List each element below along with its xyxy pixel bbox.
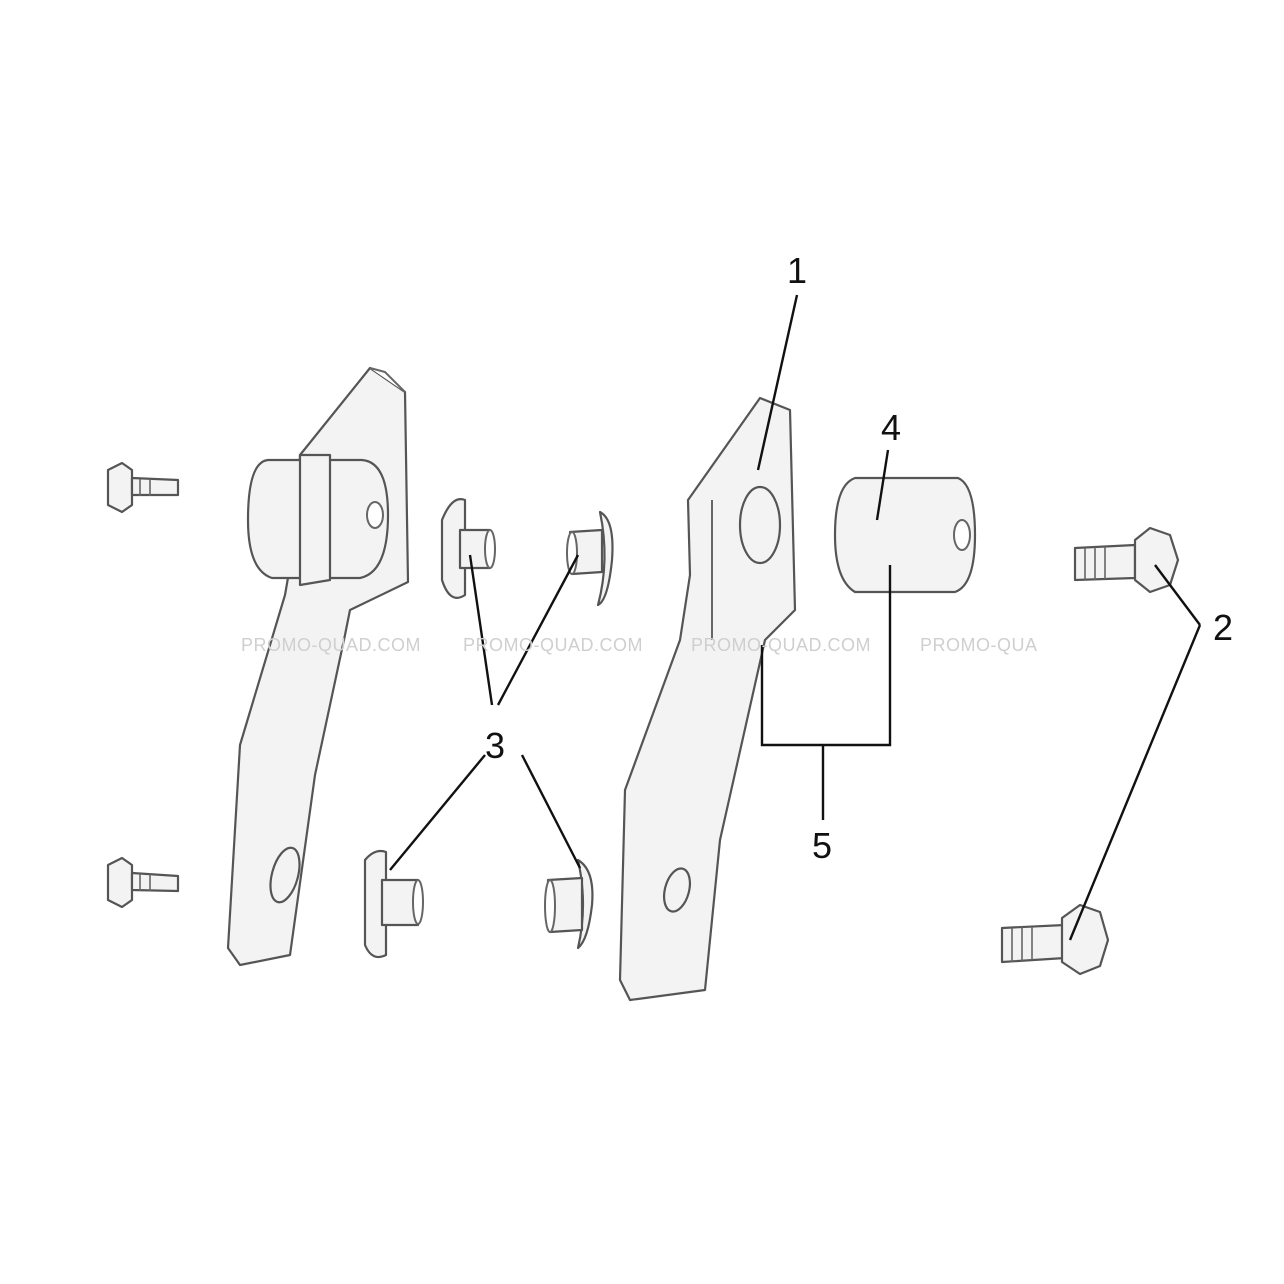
callout-5: 5 bbox=[812, 825, 832, 866]
watermark-2: PROMO-QUAD.COM bbox=[463, 635, 643, 655]
right-bracket-lower-hole bbox=[662, 867, 692, 913]
leader-lines bbox=[389, 294, 1202, 941]
right-bracket-upper-hole bbox=[738, 485, 782, 565]
watermark-3: PROMO-QUAD.COM bbox=[691, 635, 871, 655]
collar-upper-left bbox=[440, 498, 496, 599]
leader-1 bbox=[756, 294, 799, 471]
callout-4: 4 bbox=[881, 407, 901, 448]
right-bolt-lower bbox=[1000, 903, 1110, 976]
leader-3-ul bbox=[468, 554, 494, 706]
left-bolt-lower bbox=[106, 856, 180, 909]
leader-2-lower bbox=[1068, 624, 1202, 941]
left-bracket-lower-hole bbox=[269, 846, 301, 904]
left-bracket-assembly bbox=[226, 366, 410, 967]
callout-2: 2 bbox=[1213, 607, 1233, 648]
left-bolt-upper bbox=[106, 461, 180, 514]
collar-upper-right bbox=[566, 510, 614, 607]
right-bracket-plate bbox=[618, 396, 797, 1002]
leader-3-ll bbox=[389, 754, 486, 871]
collar-lower-right bbox=[544, 858, 594, 950]
collar-lower-left bbox=[363, 849, 424, 959]
leader-3-lr bbox=[520, 754, 582, 869]
bushing bbox=[833, 476, 977, 594]
callout-3: 3 bbox=[485, 725, 505, 766]
watermark-1: PROMO-QUAD.COM bbox=[241, 635, 421, 655]
leader-4 bbox=[875, 449, 890, 521]
leader-3-ur bbox=[496, 554, 580, 706]
right-bolt-upper bbox=[1073, 526, 1180, 594]
leader-5-bracket bbox=[760, 565, 892, 747]
right-bracket-assembly bbox=[618, 396, 797, 1002]
leader-2-upper bbox=[1154, 564, 1201, 626]
watermark-4: PROMO-QUA bbox=[920, 635, 1038, 655]
callout-1: 1 bbox=[787, 250, 807, 291]
